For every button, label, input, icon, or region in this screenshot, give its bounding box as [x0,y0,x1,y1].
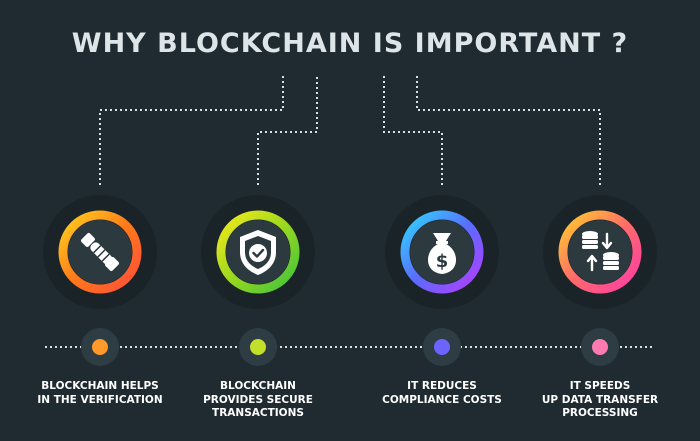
timeline-dot-4 [581,328,619,366]
page-title: WHY BLOCKCHAIN IS IMPORTANT ? [71,28,629,59]
timeline-dot-3 [423,328,461,366]
step-2-disc [201,195,315,309]
timeline-dot-2 [239,328,277,366]
caption-verification: BLOCKCHAIN HELPS IN THE VERIFICATION [37,380,163,406]
connector-line-3 [383,75,443,185]
database-transfer-icon [582,231,619,272]
timeline-dot-1 [81,328,119,366]
step-3-disc: $ [385,195,499,309]
caption-data-transfer: IT SPEEDS UP DATA TRANSFER PROCESSING [541,380,659,419]
connector-line-4 [416,75,601,185]
caption-secure-transactions: BLOCKCHAIN PROVIDES SECURE TRANSACTIONS [203,380,313,419]
connector-lines [99,75,601,185]
step-1-disc [43,195,157,309]
caption-compliance-costs: IT REDUCES COMPLIANCE COSTS [382,380,502,406]
shield-check-icon [240,230,276,275]
svg-text:$: $ [436,251,449,272]
handshake-icon [81,233,119,271]
step-4-disc [543,195,657,309]
connector-line-2 [257,75,318,185]
connector-line-1 [99,75,284,185]
money-bag-icon: $ [427,233,457,274]
